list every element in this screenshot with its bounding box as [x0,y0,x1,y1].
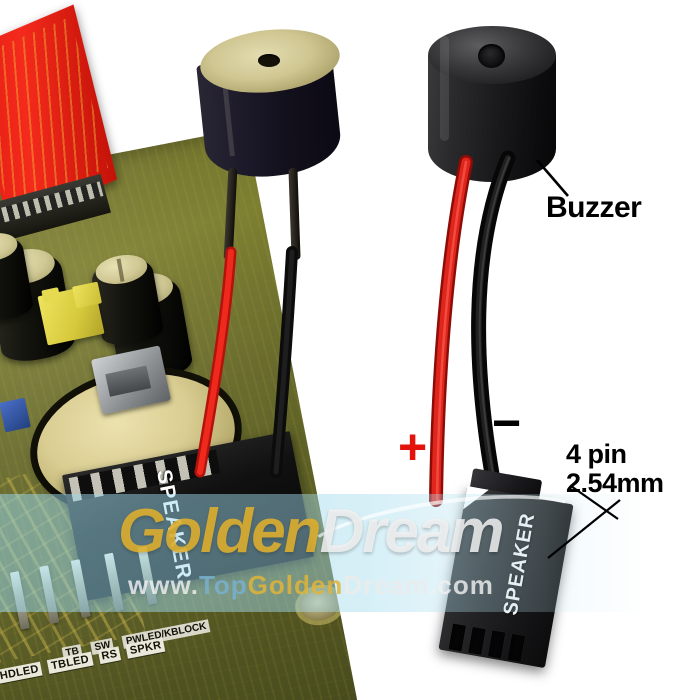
pin-spec-line1: 4 pin [566,439,627,469]
buzzer-annotation: Buzzer [546,191,642,224]
loose-buzzer-highlight [439,35,449,142]
buzzer-sound-hole [258,54,280,67]
installed-buzzer [196,22,344,183]
loose-buzzer [428,26,556,186]
connector-bevel [463,486,489,513]
connector-pin-hole [468,626,486,655]
negative-polarity-symbol: − [492,395,522,451]
loose-buzzer-sound-hole [478,44,505,68]
connector-pin-hole [487,630,506,659]
pin-spec-line2: 2.54mm [566,467,664,498]
connector-label: SPEAKER [499,511,540,617]
connector-pin-hole [507,633,526,662]
pin-spec-annotation: 4 pin 2.54mm [566,440,664,497]
positive-polarity-symbol: + [398,419,428,475]
connector-pin-hole [448,623,466,652]
